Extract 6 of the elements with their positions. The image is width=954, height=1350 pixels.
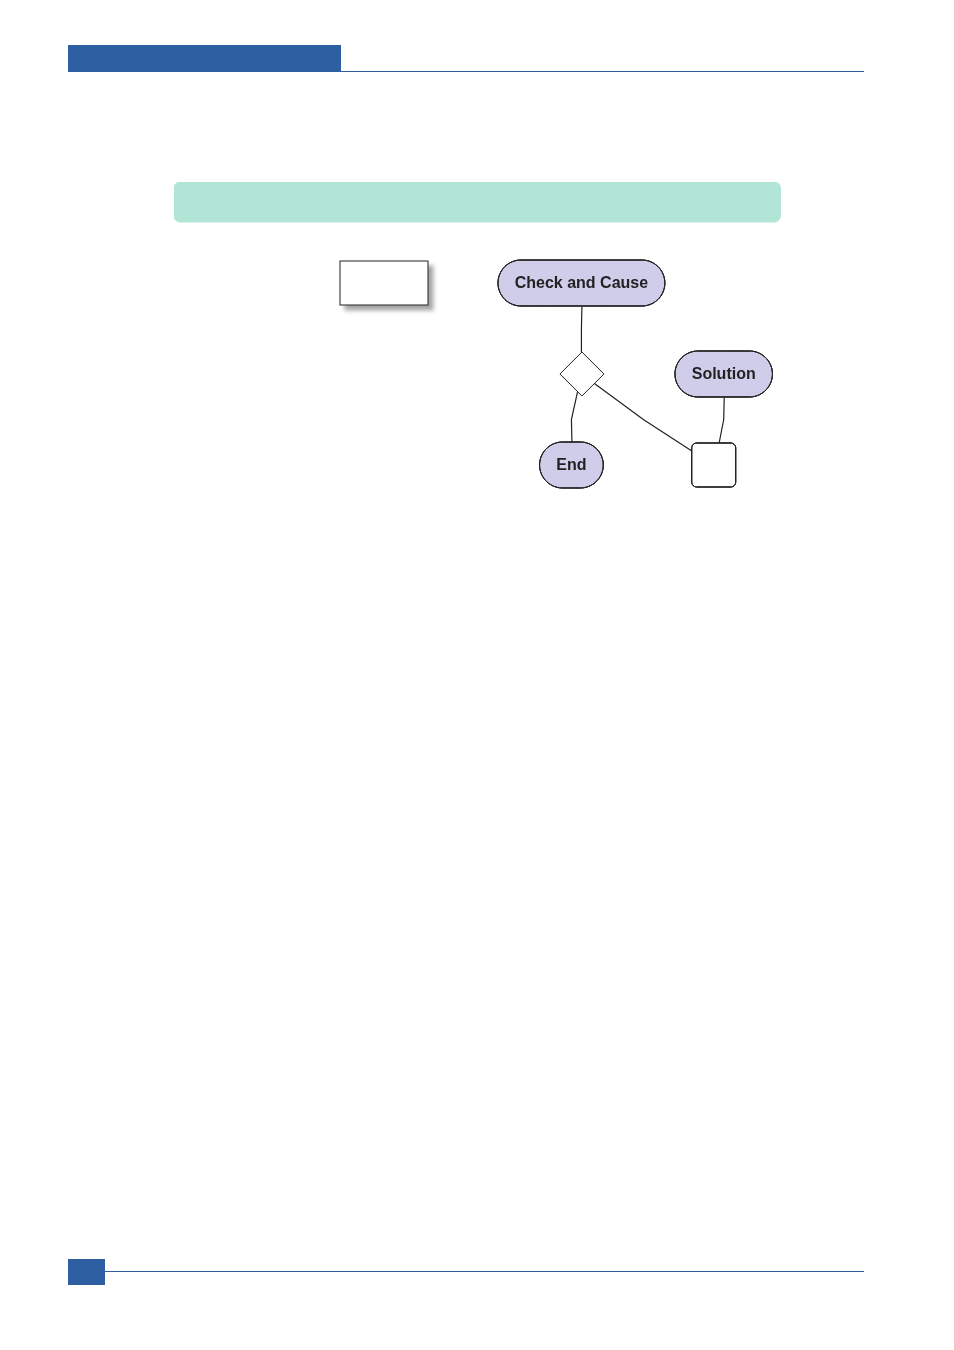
node-bar	[174, 182, 781, 223]
connector	[571, 391, 579, 444]
connector	[581, 305, 583, 353]
node-box	[339, 260, 429, 306]
connector	[718, 396, 726, 445]
node-diamond	[559, 351, 605, 397]
